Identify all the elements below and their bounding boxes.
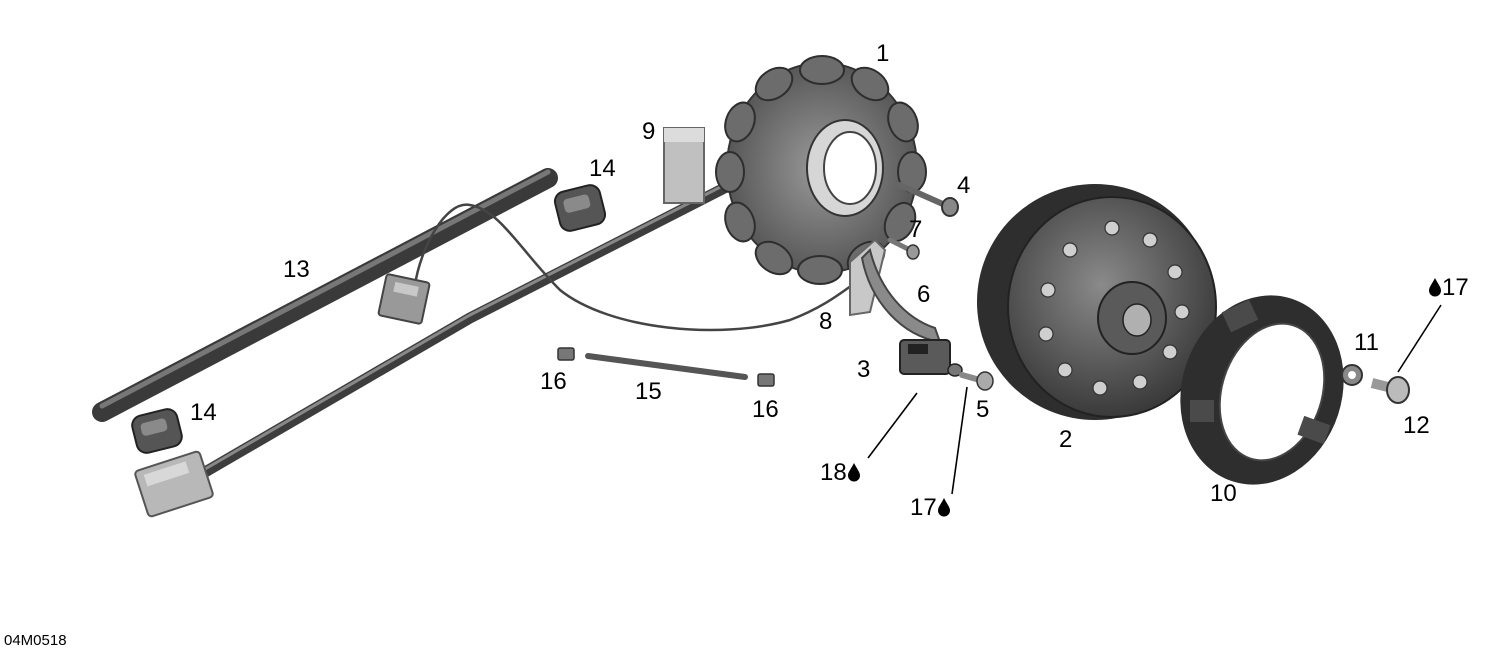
rod-cap-part (557, 347, 775, 387)
stator-screw-part (897, 182, 959, 217)
clamp-screw-part (887, 237, 920, 260)
callout-16-right: 16 (752, 396, 779, 423)
flywheel-part (977, 184, 1217, 420)
sleeve-part-lower (131, 408, 183, 454)
callout-11: 11 (1354, 329, 1379, 356)
callout-18-label: 18 (820, 459, 847, 486)
callout-10: 10 (1210, 480, 1237, 507)
leader-lines (867, 304, 1442, 495)
callout-14-upper: 14 (589, 155, 616, 182)
sleeve-part-upper (553, 184, 607, 232)
washer-part (1341, 364, 1363, 386)
oil-drop-icon (847, 462, 861, 482)
oil-drop-icon (1428, 277, 1442, 297)
callout-17-right: 17 (1428, 276, 1469, 300)
figure-code: 04M0518 (4, 632, 67, 649)
callout-17-right-label: 17 (1442, 274, 1469, 301)
sensor-part (899, 339, 963, 377)
sensor-wire-part (377, 203, 861, 332)
callout-2: 2 (1059, 426, 1073, 453)
bolt-part (1370, 376, 1410, 404)
callout-18: 18 (820, 461, 861, 485)
wiring-harness-part (134, 174, 746, 518)
callout-8: 8 (819, 308, 833, 335)
callout-7: 7 (909, 216, 923, 243)
starter-ring-part (1180, 295, 1344, 485)
callout-13: 13 (283, 256, 310, 283)
sensor-screw-part (959, 371, 994, 391)
oil-drop-icon (937, 497, 951, 517)
sheath-tube-part (92, 168, 558, 422)
callout-1: 1 (876, 40, 890, 67)
grommet-part (663, 127, 705, 204)
callout-6: 6 (917, 281, 931, 308)
callout-14-lower: 14 (190, 399, 217, 426)
callout-12: 12 (1403, 412, 1430, 439)
callout-5: 5 (976, 396, 990, 423)
rod-part (585, 353, 748, 380)
callout-15: 15 (635, 378, 662, 405)
callout-3: 3 (857, 356, 871, 383)
stator-part (715, 55, 927, 285)
callout-17-lower: 17 (910, 496, 951, 520)
callout-4: 4 (957, 172, 971, 199)
callout-17-lower-label: 17 (910, 494, 937, 521)
callout-16-left: 16 (540, 368, 567, 395)
callout-9: 9 (642, 118, 656, 145)
